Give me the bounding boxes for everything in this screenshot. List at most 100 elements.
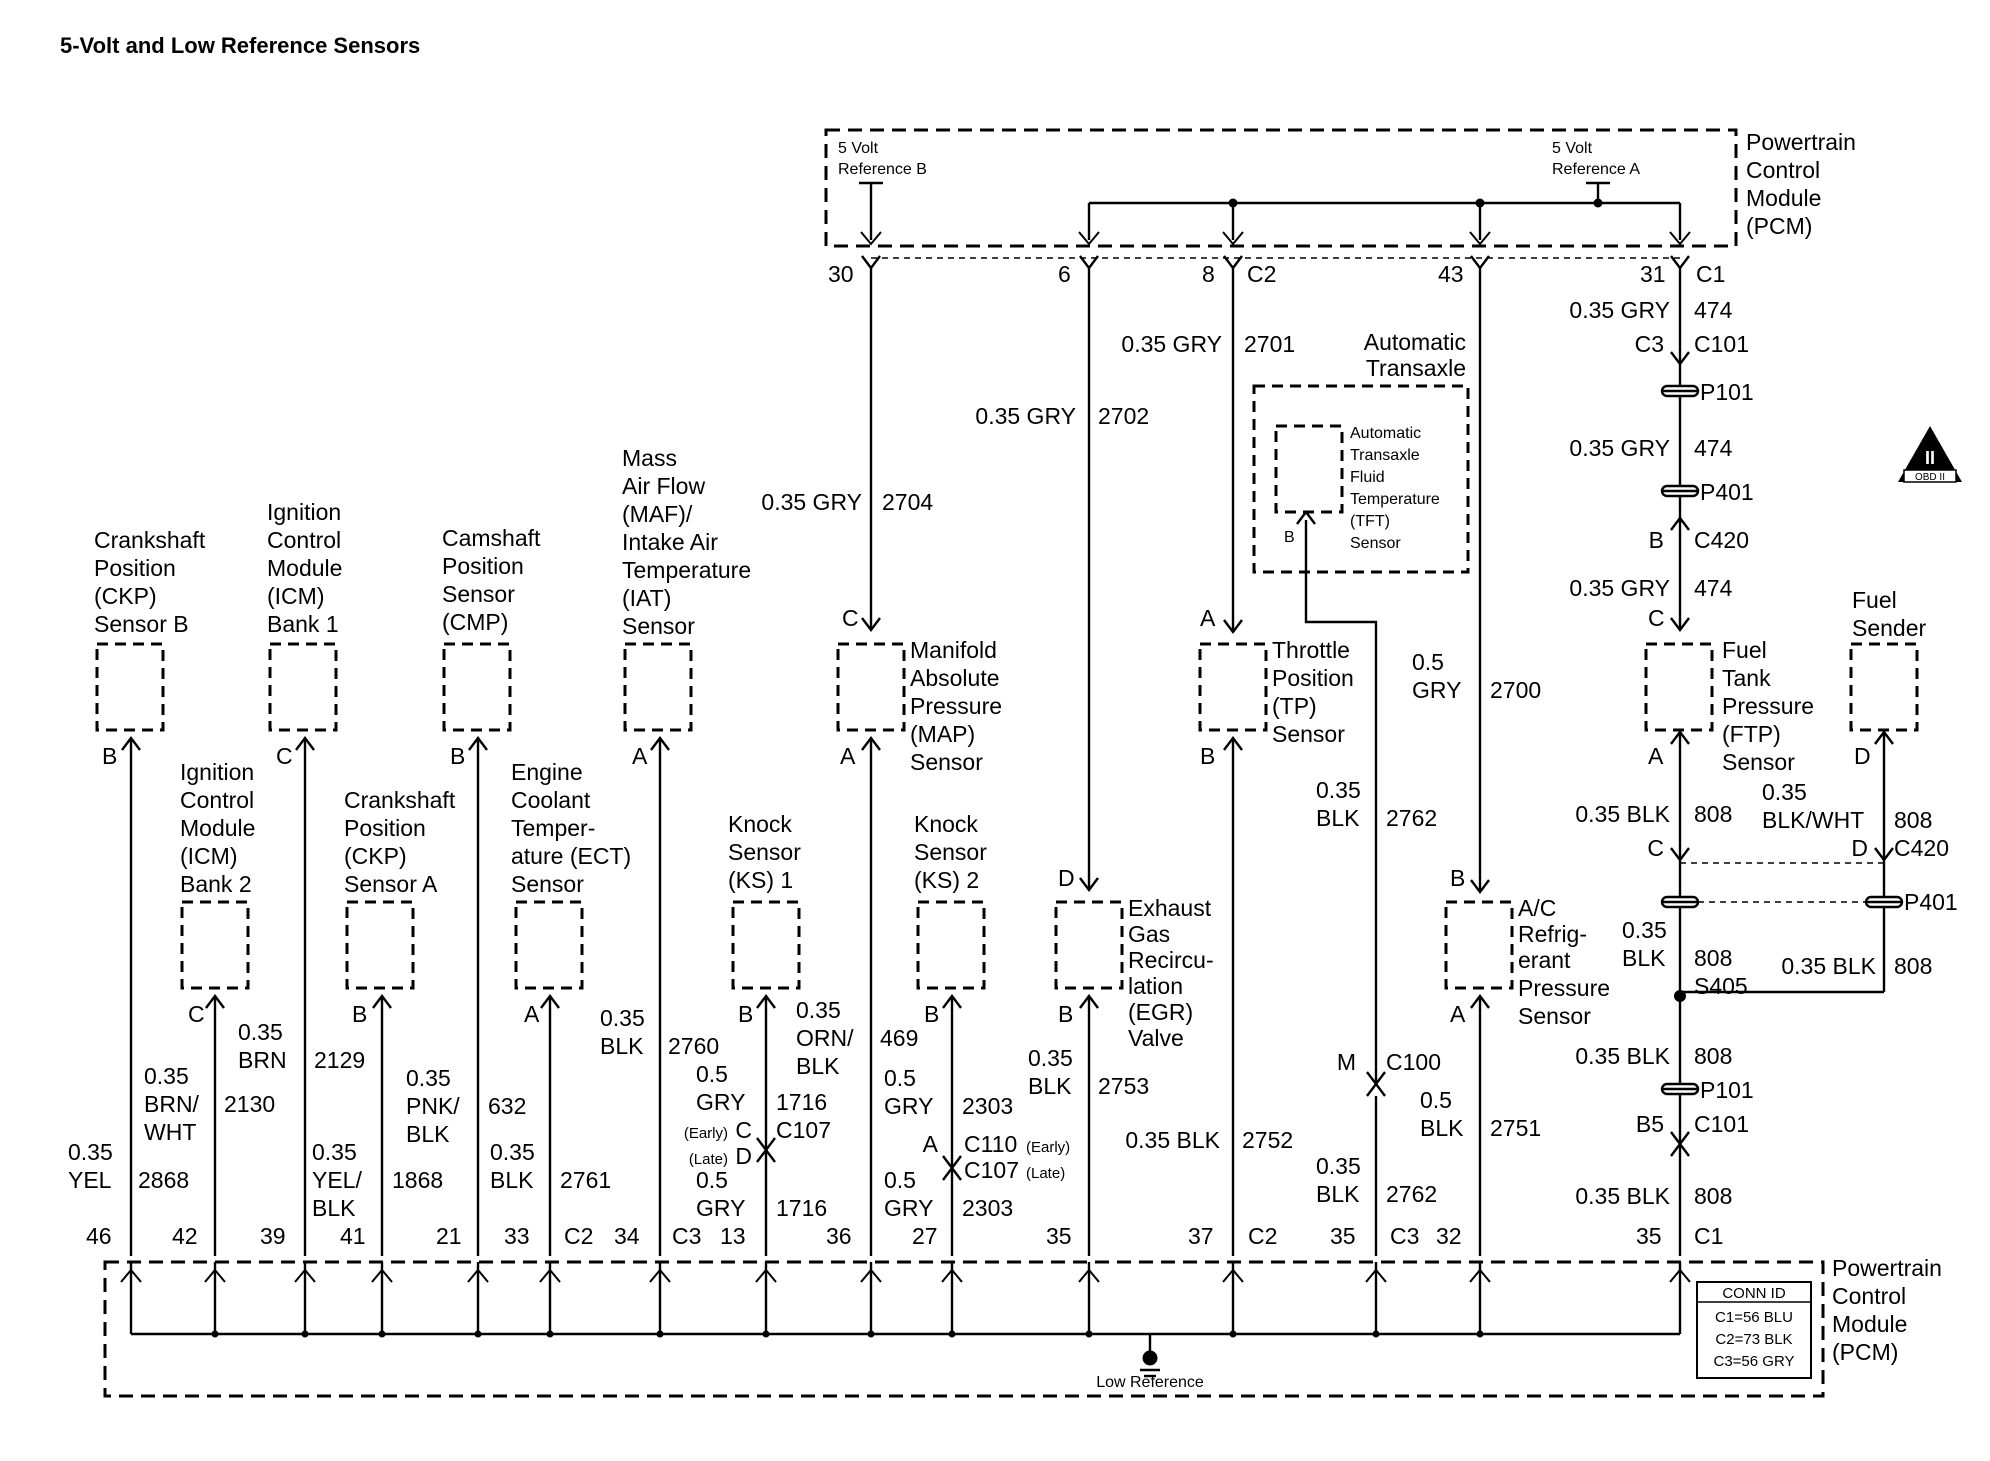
- pcm-bottom-line: Powertrain: [1832, 1255, 1942, 1281]
- label-line: (CMP): [442, 609, 508, 635]
- wire-gauge: 0.5: [1412, 649, 1444, 675]
- connector-label: P101: [1700, 379, 1754, 405]
- label-line: ature (ECT): [511, 843, 631, 869]
- ac-label: A/C Refrig- erant Pressure Sensor: [1518, 895, 1610, 1029]
- wire-gauge: 0.35: [1028, 1045, 1073, 1071]
- label-line: Module: [267, 555, 342, 581]
- label-line: Module: [180, 815, 255, 841]
- wire-gauge: 0.5: [884, 1065, 916, 1091]
- label-line: Coolant: [511, 787, 591, 813]
- label-line: Position: [344, 815, 426, 841]
- label-line: Camshaft: [442, 525, 541, 551]
- wire-circuit: 808: [1894, 953, 1932, 979]
- pin-label: 30: [828, 261, 854, 287]
- label-line: Fuel: [1722, 637, 1767, 663]
- label-line: Sensor: [442, 581, 515, 607]
- label-line: (IAT): [622, 585, 671, 611]
- wire-gauge: 0.35 GRY: [1121, 331, 1222, 357]
- connector-pin: B: [1649, 527, 1664, 553]
- label-line: Valve: [1128, 1025, 1184, 1051]
- pin-label: 41: [340, 1223, 366, 1249]
- tp-label: Throttle Position (TP) Sensor: [1272, 637, 1354, 747]
- low-reference-label: Low Reference: [1096, 1374, 1204, 1391]
- wire-gauge: 0.35: [238, 1019, 283, 1045]
- label-line: Bank 1: [267, 611, 339, 637]
- connector-label: P401: [1700, 479, 1754, 505]
- connector-label: C107: [964, 1157, 1019, 1183]
- pin-letter: C: [276, 743, 293, 769]
- label-line: Knock: [728, 811, 792, 837]
- wire-gauge: BLK: [796, 1053, 840, 1079]
- wire-circuit: 1716: [776, 1089, 827, 1115]
- pin-label: 8: [1202, 261, 1215, 287]
- label-line: Sensor: [1272, 721, 1345, 747]
- pin-label: 35: [1046, 1223, 1072, 1249]
- ref-b-label-2: Reference B: [838, 161, 927, 178]
- wire-gauge: YEL/: [312, 1167, 362, 1193]
- wire-gauge: BRN/: [144, 1091, 200, 1117]
- pcm-top: [824, 128, 1738, 248]
- maf-label: Mass Air Flow (MAF)/ Intake Air Temperat…: [622, 445, 751, 639]
- wire-paths: [121, 255, 1894, 1256]
- obd-ii-icon: II OBD II: [1898, 426, 1962, 483]
- tft-label: Automatic Transaxle Fluid Temperature (T…: [1350, 425, 1440, 552]
- label-line: Temperature: [622, 557, 751, 583]
- connector-label: C110: [964, 1131, 1017, 1157]
- label-line: Gas: [1128, 921, 1170, 947]
- connector-pin: D: [1851, 835, 1868, 861]
- wire-gauge: 0.35: [1316, 777, 1361, 803]
- pcm-bottom: [103, 1260, 1825, 1398]
- wire-circuit: 2129: [314, 1047, 365, 1073]
- wire-gauge: 0.35 BLK: [1125, 1127, 1220, 1153]
- pin-letter: B: [1058, 1001, 1073, 1027]
- pcm-top-line: Module: [1746, 185, 1821, 211]
- pin-letter: C: [842, 605, 859, 631]
- ref-b-label-1: 5 Volt: [838, 140, 879, 157]
- label-line: Ignition: [180, 759, 254, 785]
- label-line: Ignition: [267, 499, 341, 525]
- splice-s405: [1674, 990, 1686, 1002]
- label-line: Tank: [1722, 665, 1771, 691]
- conn-id-row: C1=56 BLU: [1715, 1309, 1793, 1326]
- pin-label: 43: [1438, 261, 1464, 287]
- pin-label: 21: [436, 1223, 462, 1249]
- connector-pin: A: [923, 1131, 939, 1157]
- pin-label: 42: [172, 1223, 198, 1249]
- wire-gauge: 0.35: [1316, 1153, 1361, 1179]
- map-label: Manifold Absolute Pressure (MAP) Sensor: [910, 637, 1002, 775]
- wire-circuit: 808: [1694, 1183, 1732, 1209]
- wire-gauge: 0.35 BLK: [1781, 953, 1876, 979]
- pin-letter: A: [1648, 743, 1664, 769]
- wire-labels: 0.35 GRY 2704 0.35 GRY 2702 0.35 GRY 270…: [68, 297, 1932, 1221]
- obd-text: OBD II: [1915, 472, 1945, 483]
- label-line: Sensor: [1722, 749, 1795, 775]
- wire-circuit: 808: [1694, 945, 1732, 971]
- pin-label: 32: [1436, 1223, 1462, 1249]
- pcm-bottom-label: Powertrain Control Module (PCM): [1832, 1255, 1942, 1365]
- connector-label: P401: [1904, 889, 1958, 915]
- connector-pin: M: [1337, 1049, 1356, 1075]
- label-line: Temperature: [1350, 491, 1440, 508]
- connector-pin: D: [735, 1143, 752, 1169]
- label-line: (KS) 2: [914, 867, 979, 893]
- wire-gauge: 0.35 BLK: [1575, 1043, 1670, 1069]
- icm-bank1-label: Ignition Control Module (ICM) Bank 1: [267, 499, 342, 637]
- ftp-label: Fuel Tank Pressure (FTP) Sensor: [1722, 637, 1814, 775]
- pin-letter: A: [524, 1001, 540, 1027]
- label-line: Crankshaft: [344, 787, 456, 813]
- wire-gauge: 0.35: [1622, 917, 1667, 943]
- pcm-top-line: Powertrain: [1746, 129, 1856, 155]
- connector-label: C2: [1248, 1223, 1277, 1249]
- connector-pin: C: [1647, 835, 1664, 861]
- connector-label: C2: [1247, 261, 1276, 287]
- pin-label: 27: [912, 1223, 938, 1249]
- wire-circuit: 474: [1694, 435, 1733, 461]
- label-line: Pressure: [910, 693, 1002, 719]
- wire-gauge: 0.5: [1420, 1087, 1452, 1113]
- label-line: Transaxle: [1350, 447, 1420, 464]
- label-line: Knock: [914, 811, 978, 837]
- cmp-label: Camshaft Position Sensor (CMP): [442, 525, 541, 635]
- pin-letter: B: [1200, 743, 1215, 769]
- connector-labels: C3 C101 P101 P401 B C420 C D C420 P401 S…: [684, 331, 1958, 1183]
- wire-circuit: 2762: [1386, 1181, 1437, 1207]
